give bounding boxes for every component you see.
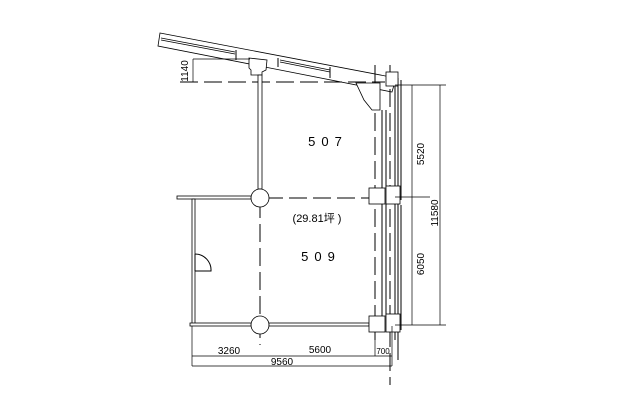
dim-right-lower: 6050 [416,252,427,275]
dim-top-offset: 1140 [180,60,191,82]
door [194,253,212,272]
dim-bottom-middle: 5600 [309,345,332,356]
column-circle-middle [250,188,270,208]
dim-right-upper: 5520 [416,142,427,165]
right-dimensions [395,84,446,326]
right-facade [355,71,402,360]
dim-right-total: 11580 [430,199,441,227]
room-label-509: 509 [301,249,341,264]
bottom-wall [189,322,252,327]
partition-wall [257,74,263,190]
bottom-dimensions [191,326,393,367]
top-offset-dimension [192,58,250,82]
dim-bottom-total: 9560 [271,357,294,368]
column-circle-bottom [250,315,270,335]
column-block-top [248,57,268,76]
dim-bottom-right: 700 [376,347,390,356]
dim-bottom-left: 3260 [218,346,241,357]
bottom-wall-right [268,322,370,327]
middle-wall [176,195,252,200]
room-label-507: 507 [308,134,348,149]
slanted-roof-edge [157,32,397,93]
room-area-label: (29.81坪 ) [293,212,342,225]
